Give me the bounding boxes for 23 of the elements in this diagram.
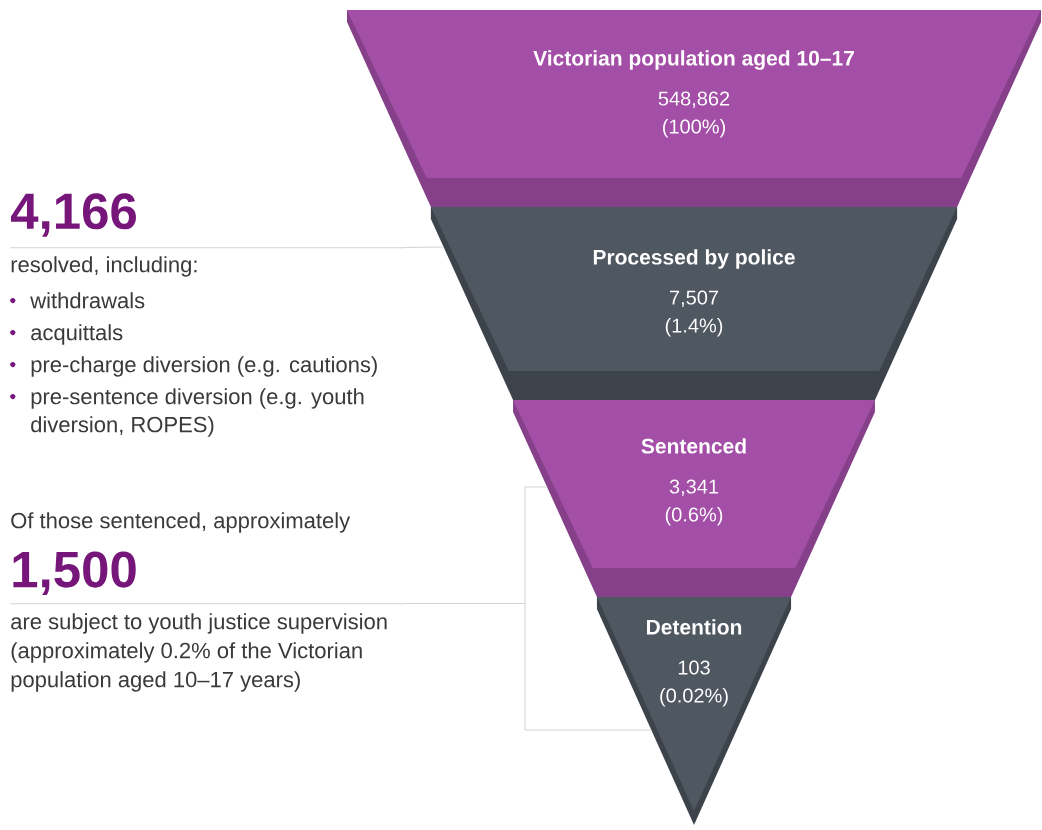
bullet-item: pre-charge diversion (e.g. cautions) <box>10 356 377 377</box>
funnel-band <box>430 207 958 400</box>
band-value: 3,341 (0.6%) <box>665 479 723 526</box>
note-text: are subject to youth justice supervision (approximately 0.2% of the Victorian population aged 10–17 years) <box>11 613 387 692</box>
band-heading: Processed by police <box>593 249 795 269</box>
intro-text: resolved, including: <box>11 256 197 277</box>
bullet-item: pre-sentence diversion (e.g. youth diversion, ROPES) <box>10 388 364 437</box>
band-heading: Victorian population aged 10–17 <box>533 50 854 70</box>
funnel-band <box>596 597 792 825</box>
band-value: 103 (0.02%) <box>660 660 728 707</box>
funnel-band <box>513 400 875 597</box>
leader-line <box>404 603 652 731</box>
band-value: 7,507 (1.4%) <box>665 290 723 337</box>
bullet-item: acquittals <box>10 324 123 345</box>
funnel-band <box>347 10 1041 207</box>
big-number: 4,166 <box>11 193 136 237</box>
leader-line <box>404 246 445 248</box>
intro-text: Of those sentenced, approximately <box>11 512 351 533</box>
big-number: 1,500 <box>13 551 136 596</box>
band-value: 548,862 (100%) <box>658 91 730 138</box>
bullet-item: withdrawals <box>10 292 145 309</box>
band-heading: Detention <box>647 619 742 635</box>
band-heading: Sentenced <box>641 438 746 454</box>
